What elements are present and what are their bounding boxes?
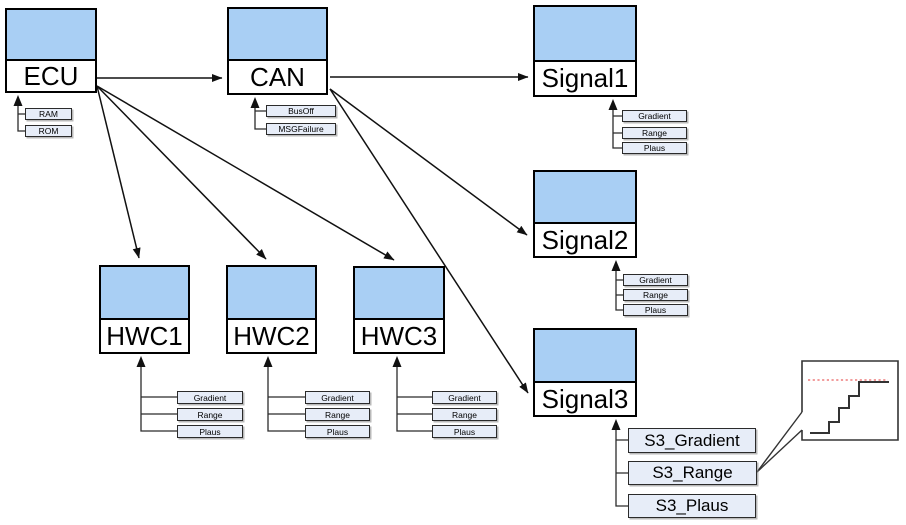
edge-ecu-hwc1 xyxy=(96,85,141,259)
class-node-hwc1: HWC1 xyxy=(99,265,190,354)
class-node-can: CAN xyxy=(227,7,328,95)
edge-ecu-hwc3 xyxy=(96,85,395,261)
node-label: HWC3 xyxy=(360,321,438,352)
node-header xyxy=(7,10,95,61)
attr-box-signal1-plaus: Plaus xyxy=(622,142,687,154)
attr-box-hwc1-gradient: Gradient xyxy=(177,391,243,404)
attr-box-signal1-gradient: Gradient xyxy=(622,110,687,122)
callout-tail-lower xyxy=(756,429,803,473)
node-header xyxy=(535,7,635,62)
attr-box-hwc3-plaus: Plaus xyxy=(432,425,497,438)
attr-box-hwc3-gradient: Gradient xyxy=(432,391,497,404)
class-node-ecu: ECU xyxy=(5,8,97,93)
callout-frame xyxy=(801,360,899,441)
node-label: Signal2 xyxy=(541,225,629,256)
attr-box-signal2-range: Range xyxy=(623,289,688,301)
class-node-signal2: Signal2 xyxy=(533,170,637,258)
node-label: Signal3 xyxy=(541,384,629,414)
step-chart-callout xyxy=(756,360,899,473)
node-header xyxy=(535,172,635,225)
node-label: CAN xyxy=(250,62,305,93)
attr-box-signal2-gradient: Gradient xyxy=(623,274,688,286)
attr-box-hwc3-range: Range xyxy=(432,408,497,421)
attr-box-busoff: BusOff xyxy=(266,105,336,117)
node-header xyxy=(535,330,635,383)
node-label: Signal1 xyxy=(541,63,629,94)
node-header xyxy=(228,267,315,320)
attr-box-ram: RAM xyxy=(25,108,72,120)
edge-can-signal2 xyxy=(329,88,528,236)
attr-box-hwc2-gradient: Gradient xyxy=(305,391,370,404)
node-header xyxy=(229,9,326,62)
node-label: ECU xyxy=(23,60,79,91)
attr-box-hwc1-range: Range xyxy=(177,408,243,421)
attribute-arrowheads xyxy=(13,95,621,430)
node-header xyxy=(355,268,443,321)
attr-box-hwc2-plaus: Plaus xyxy=(305,425,370,438)
edge-can-signal3 xyxy=(329,88,529,394)
node-label: HWC2 xyxy=(233,321,310,351)
node-label: HWC1 xyxy=(106,321,183,351)
class-node-hwc2: HWC2 xyxy=(226,265,317,354)
attr-box-s3-range: S3_Range xyxy=(628,461,757,485)
class-node-signal1: Signal1 xyxy=(533,5,637,97)
attr-box-rom: ROM xyxy=(25,125,72,137)
callout-tail-upper xyxy=(756,411,803,473)
class-node-signal3: Signal3 xyxy=(533,328,637,417)
attr-box-msgfailure: MSGFailure xyxy=(266,123,336,135)
attr-box-signal1-range: Range xyxy=(622,127,687,139)
attr-box-s3-gradient: S3_Gradient xyxy=(628,428,756,453)
class-node-hwc3: HWC3 xyxy=(353,266,445,354)
attr-box-hwc1-plaus: Plaus xyxy=(177,425,243,438)
step-function-line xyxy=(810,381,889,434)
node-header xyxy=(101,267,188,320)
edge-ecu-hwc2 xyxy=(96,85,267,260)
attribute-connectors xyxy=(17,104,628,507)
attr-box-signal2-plaus: Plaus xyxy=(623,304,688,316)
attr-box-s3-plaus: S3_Plaus xyxy=(628,494,756,518)
attr-box-hwc2-range: Range xyxy=(305,408,370,421)
